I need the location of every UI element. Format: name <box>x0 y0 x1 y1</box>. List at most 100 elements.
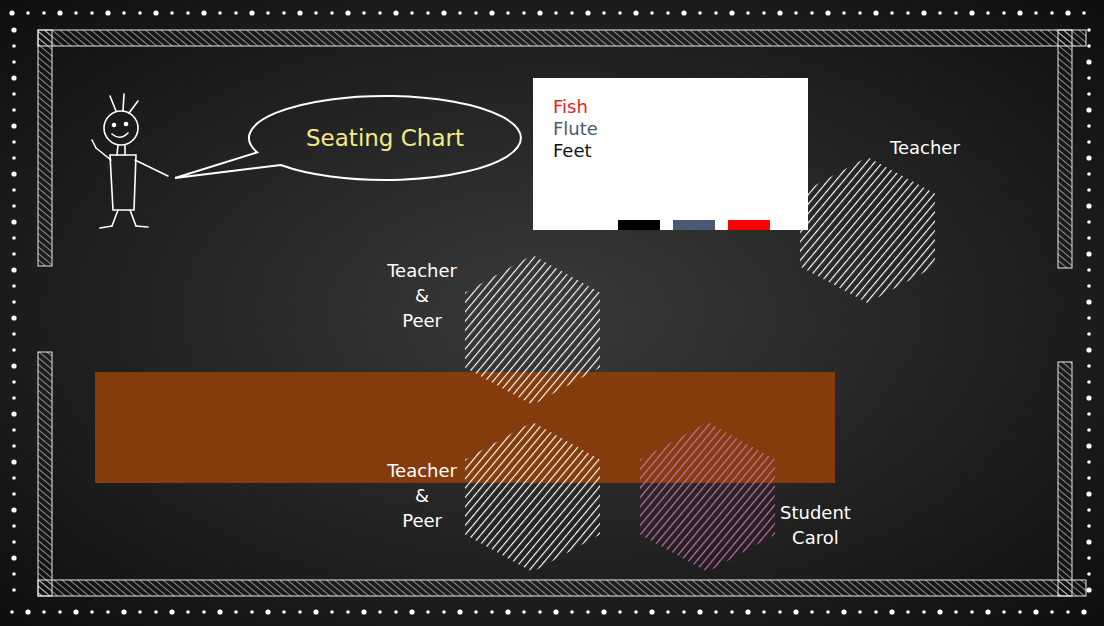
border-dot <box>11 411 16 416</box>
border-dot <box>1086 299 1091 304</box>
border-dot <box>810 610 814 614</box>
border-dot <box>570 11 574 15</box>
border-dot <box>12 60 16 64</box>
border-dot <box>57 10 62 15</box>
border-dot <box>11 123 16 128</box>
border-dot <box>922 610 926 614</box>
border-dot <box>410 11 414 15</box>
border-dot <box>490 610 494 614</box>
board-word: Feet <box>553 140 808 162</box>
border-dot <box>1087 476 1091 480</box>
border-dot <box>1086 395 1091 400</box>
border-dot <box>1087 28 1091 32</box>
border-dot <box>1065 10 1070 15</box>
border-dot <box>890 11 894 15</box>
border-dot <box>746 11 750 15</box>
border-dot <box>153 10 158 15</box>
border-dot <box>12 476 16 480</box>
label-anchor: Teacher & Peer <box>387 458 457 533</box>
border-dot <box>11 363 16 368</box>
border-dot <box>58 610 62 614</box>
border-dot <box>12 332 16 336</box>
border-dot <box>11 267 16 272</box>
border-dot <box>730 610 734 614</box>
border-dot <box>361 609 366 614</box>
border-dot <box>585 10 590 15</box>
border-dot <box>873 10 878 15</box>
stick-figure <box>92 94 168 228</box>
border-dot <box>634 610 638 614</box>
border-dot <box>282 610 286 614</box>
border-dot <box>12 348 16 352</box>
border-dot <box>1087 236 1091 240</box>
whiteboard: FishFluteFeet <box>533 78 808 230</box>
border-dot <box>714 610 718 614</box>
border-dot <box>1087 460 1091 464</box>
border-dot <box>906 11 910 15</box>
border-dot <box>618 610 622 614</box>
border-dot <box>12 540 16 544</box>
border-dot <box>73 609 78 614</box>
border-dot <box>1087 188 1091 192</box>
border-dot <box>682 610 686 614</box>
border-dot <box>265 609 270 614</box>
border-dot <box>394 610 398 614</box>
border-dot <box>1087 220 1091 224</box>
border-dot <box>12 92 16 96</box>
border-dot <box>11 555 16 560</box>
border-dot <box>522 11 526 15</box>
border-dot <box>1086 491 1091 496</box>
border-dot <box>1087 380 1091 384</box>
border-dot <box>554 11 558 15</box>
border-dot <box>649 609 654 614</box>
border-dot <box>858 11 862 15</box>
border-dot <box>1087 524 1091 528</box>
border-dot <box>1087 428 1091 432</box>
border-dot <box>42 11 46 15</box>
border-dot <box>12 204 16 208</box>
border-dot <box>12 140 16 144</box>
border-dot <box>12 380 16 384</box>
border-dot <box>458 11 462 15</box>
hexagon-outline <box>465 255 600 405</box>
border-dot <box>297 10 302 15</box>
border-dot <box>858 610 862 614</box>
label-anchor: Teacher & Peer <box>387 258 457 333</box>
border-dot <box>842 11 846 15</box>
border-dot <box>810 11 814 15</box>
border-dot <box>169 609 174 614</box>
border-dot <box>121 609 126 614</box>
border-dot <box>426 610 430 614</box>
border-dot <box>442 610 446 614</box>
seat-label: Student Carol <box>780 500 851 550</box>
border-dot <box>985 609 990 614</box>
border-dot <box>1087 92 1091 96</box>
border-dot <box>1086 587 1091 592</box>
border-dot <box>12 428 16 432</box>
border-dot <box>553 609 558 614</box>
border-dot <box>218 11 222 15</box>
border-dot <box>1086 347 1091 352</box>
border-dot <box>1086 539 1091 544</box>
border-dot <box>522 610 526 614</box>
border-dot <box>12 188 16 192</box>
border-dot <box>601 609 606 614</box>
border-dot <box>362 11 366 15</box>
border-dot <box>12 492 16 496</box>
border-dot <box>474 610 478 614</box>
border-dot <box>11 507 16 512</box>
border-dot <box>11 219 16 224</box>
border-dot <box>666 610 670 614</box>
seat-hexagon: Teacher & Peer <box>465 422 600 572</box>
hexagon-outline <box>800 157 935 303</box>
border-dot <box>1087 508 1091 512</box>
border-dot <box>874 610 878 614</box>
hexagon-outline <box>640 422 775 572</box>
border-dot <box>1081 609 1086 614</box>
border-dot <box>969 10 974 15</box>
border-dot <box>346 610 350 614</box>
border-dot <box>1086 155 1091 160</box>
border-dot <box>12 252 16 256</box>
border-dot <box>90 610 94 614</box>
seat-label: Teacher <box>890 135 960 160</box>
